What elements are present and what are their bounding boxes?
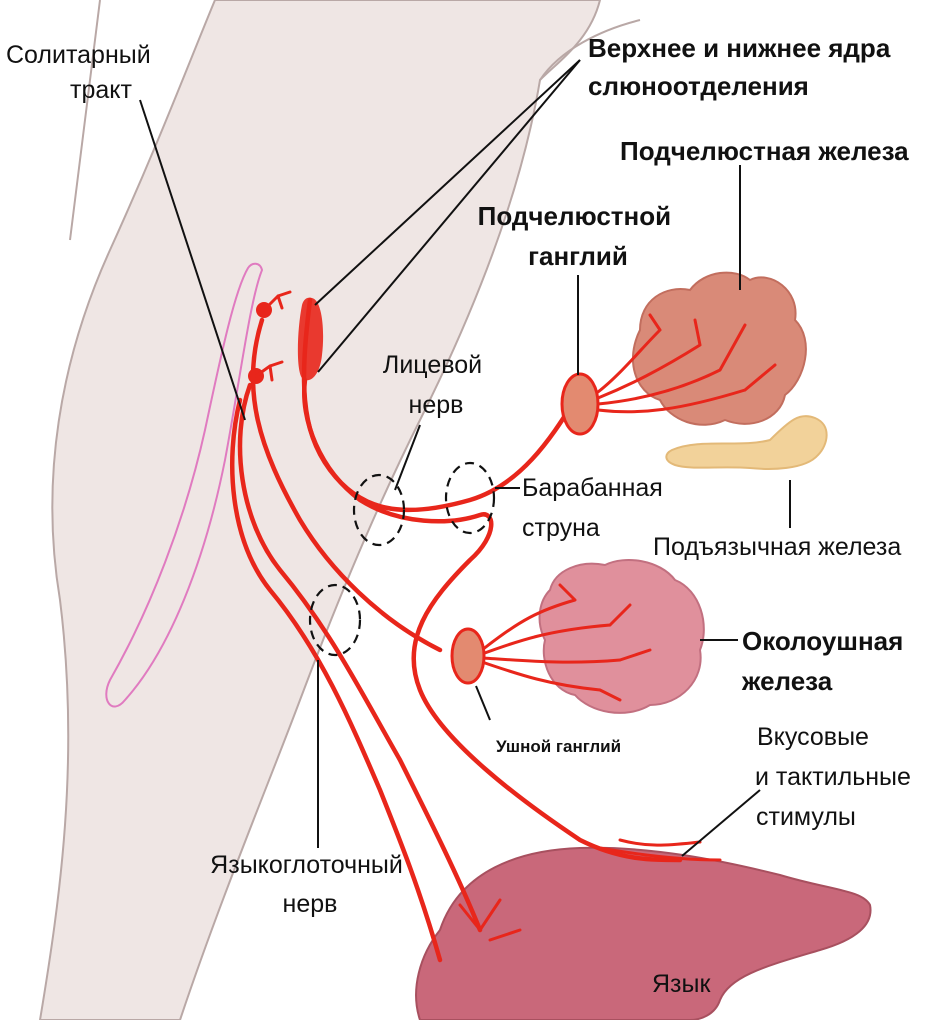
submandibular-ganglion-label: Подчелюстной ганглий xyxy=(478,201,679,271)
taste-stimuli-label: Вкусовые и тактильные стимулы xyxy=(755,723,918,831)
parotid-gland-label: Околоушная железа xyxy=(741,626,911,696)
submandibular-gland-label: Подчелюстная железа xyxy=(620,136,909,166)
solitary-tract-label: Солитарный тракт xyxy=(6,41,158,104)
salivatory-nuclei-label: Верхнее и нижнее ядра слюноотделения xyxy=(588,33,898,101)
parotid-gland xyxy=(540,560,704,713)
glossopharyngeal-nerve-label: Языкоглоточный нерв xyxy=(210,851,410,918)
chorda-tympani-label: Барабанная струна xyxy=(522,474,670,542)
otic-ganglion xyxy=(452,629,484,683)
otic-ganglion-label: Ушной ганглий xyxy=(496,737,621,756)
tongue-label: Язык xyxy=(652,970,711,998)
submandibular-gland xyxy=(633,273,806,425)
tongue xyxy=(416,848,870,1020)
submandibular-ganglion xyxy=(562,374,598,434)
sublingual-gland-label: Подъязычная железа xyxy=(653,533,901,561)
